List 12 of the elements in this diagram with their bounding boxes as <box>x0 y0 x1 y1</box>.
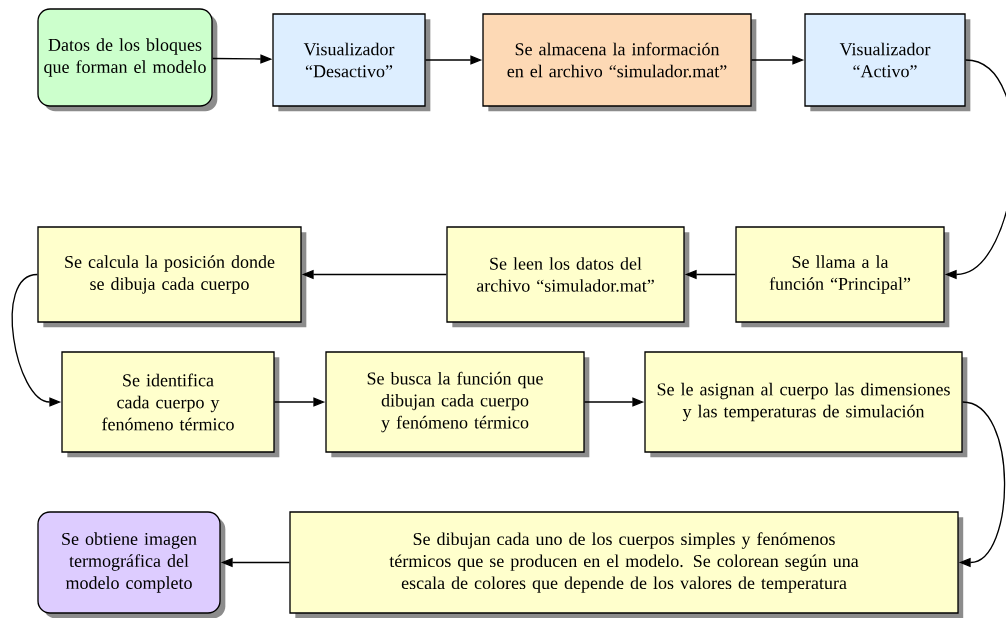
process-box: Se llama a la función “Principal” <box>735 226 950 328</box>
process-box: Se le asignan al cuerpo las dimensiones y las temperaturas de simulación <box>644 351 968 458</box>
process-box: Se almacena la información en el archivo “simulador.mat” <box>482 13 757 112</box>
process-box: Se calcula la posición donde se dibuja cada cuerpo <box>37 226 307 328</box>
process-box: Se dibujan cada uno de los cuerpos simples y fenómenos térmicos que se producen en el modelo. Se colorean según una escala de colores que depende de los valores de temperatura <box>289 511 964 618</box>
process-box: Visualizador “Desactivo” <box>272 13 431 112</box>
rounded-box: Se obtiene imagen termográfica del modelo completo <box>37 511 226 618</box>
process-box: Visualizador “Activo” <box>804 13 971 112</box>
rounded-box: Datos de los bloques que forman el modelo <box>37 8 218 112</box>
process-box: Se busca la función que dibujan cada cuerpo y fenómeno térmico <box>325 351 590 458</box>
process-box: Se leen los datos del archivo “simulador.mat” <box>446 226 690 328</box>
process-box: Se identifica cada cuerpo y fenómeno térmico <box>61 351 280 458</box>
